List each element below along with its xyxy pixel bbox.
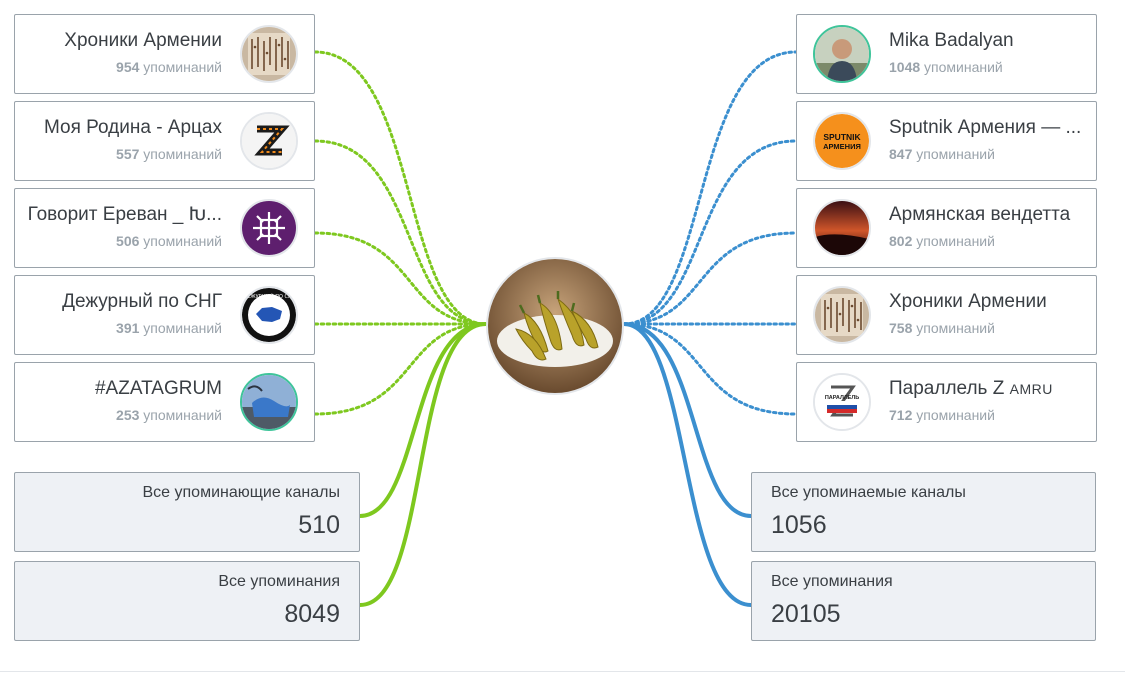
person-photo-icon <box>813 25 871 83</box>
mention-count: 802 упоминаний <box>889 233 995 249</box>
connector-right-3 <box>622 231 798 326</box>
connector-left-stat-2 <box>359 322 487 607</box>
armenian-ornament-icon <box>240 199 298 257</box>
svg-text:SPUTNIK: SPUTNIK <box>823 132 861 142</box>
connector-right-stat-1 <box>623 322 752 518</box>
sputnik-logo-icon: SPUTNIK АРМЕНИЯ <box>813 112 871 170</box>
mention-count: 253 упоминаний <box>116 407 222 423</box>
channel-name: Хроники Армении <box>889 291 1047 312</box>
mention-count: 557 упоминаний <box>116 146 222 162</box>
connector-left-1 <box>313 50 488 326</box>
stat-label: Все упоминания <box>771 573 893 590</box>
left-channel-card-5[interactable]: #AZATAGRUM 253 упоминаний <box>14 362 315 442</box>
mention-count: 1048 упоминаний <box>889 59 1003 75</box>
all-mentions-left-stat[interactable]: Все упоминания 8049 <box>14 561 360 641</box>
armenian-script-icon <box>240 25 298 83</box>
right-channel-card-4[interactable]: Хроники Армении 758 упоминаний <box>796 275 1097 355</box>
channel-name: Дежурный по СНГ <box>62 291 222 312</box>
channel-name: Хроники Армении <box>64 30 222 51</box>
all-mentioning-channels-stat[interactable]: Все упоминающие каналы 510 <box>14 472 360 552</box>
connector-right-2 <box>622 139 798 326</box>
all-mentions-right-stat[interactable]: Все упоминания 20105 <box>751 561 1096 641</box>
channel-name: #AZATAGRUM <box>94 378 222 399</box>
svg-text:АРМЕНИЯ: АРМЕНИЯ <box>823 142 861 151</box>
mention-count: 391 упоминаний <box>116 320 222 336</box>
stat-label: Все упоминаемые каналы <box>771 484 966 501</box>
stat-label: Все упоминающие каналы <box>142 484 340 501</box>
channel-name: Параллель Z AMRU <box>889 378 1053 399</box>
stat-value: 510 <box>298 511 340 539</box>
mention-count: 847 упоминаний <box>889 146 995 162</box>
connector-right-1 <box>622 50 798 326</box>
connector-left-5 <box>313 322 488 416</box>
stat-value: 1056 <box>771 511 827 539</box>
channel-name: Mika Badalyan <box>889 30 1014 51</box>
armenian-script-icon <box>813 286 871 344</box>
connector-right-5 <box>622 322 798 416</box>
right-channel-card-5[interactable]: ПАРАЛЛЕЛЬ Параллель Z AMRU 712 упоминани… <box>796 362 1097 442</box>
stat-value: 20105 <box>771 600 841 628</box>
left-channel-card-4[interactable]: Дежурный по СНГ 391 упоминаний ДЕЖУРНЫЙ … <box>14 275 315 355</box>
pickled-peppers-photo-icon <box>486 257 624 395</box>
connector-left-stat-1 <box>359 322 487 518</box>
connector-left-2 <box>313 139 488 326</box>
connector-left-3 <box>313 231 488 326</box>
left-channel-card-3[interactable]: Говорит Ереван _ Խ... 506 упоминаний <box>14 188 315 268</box>
left-channel-card-1[interactable]: Хроники Армении 954 упоминаний <box>14 14 315 94</box>
mention-count: 506 упоминаний <box>116 233 222 249</box>
sunset-photo-icon <box>813 199 871 257</box>
left-channel-card-2[interactable]: Моя Родина - Арцах 557 упоминаний <box>14 101 315 181</box>
svg-text:ДЕЖУРНЫЙ ПО СНГ: ДЕЖУРНЫЙ ПО СНГ <box>243 293 295 300</box>
right-channel-card-1[interactable]: Mika Badalyan 1048 упоминаний <box>796 14 1097 94</box>
right-channel-card-3[interactable]: Армянская вендетта 802 упоминаний <box>796 188 1097 268</box>
right-channel-card-2[interactable]: SPUTNIK АРМЕНИЯ Sputnik Армения — ... 84… <box>796 101 1097 181</box>
cis-map-logo-icon: ДЕЖУРНЫЙ ПО СНГ <box>240 286 298 344</box>
channel-name: Армянская вендетта <box>889 204 1071 225</box>
mention-count: 758 упоминаний <box>889 320 995 336</box>
z-ribbon-logo-icon <box>240 112 298 170</box>
bottom-divider <box>0 671 1125 672</box>
stat-label: Все упоминания <box>218 573 340 590</box>
mention-count: 712 упоминаний <box>889 407 995 423</box>
all-mentioned-channels-stat[interactable]: Все упоминаемые каналы 1056 <box>751 472 1096 552</box>
protest-photo-icon <box>240 373 298 431</box>
channel-name: Моя Родина - Арцах <box>44 117 222 138</box>
channel-name: Говорит Ереван _ Խ... <box>27 204 222 225</box>
mention-count: 954 упоминаний <box>116 59 222 75</box>
svg-text:ПАРАЛЛЕЛЬ: ПАРАЛЛЕЛЬ <box>825 395 859 401</box>
stat-value: 8049 <box>284 600 340 628</box>
connector-right-stat-2 <box>623 322 752 607</box>
parallel-z-logo-icon: ПАРАЛЛЕЛЬ <box>813 373 871 431</box>
channel-name: Sputnik Армения — ... <box>889 117 1082 138</box>
